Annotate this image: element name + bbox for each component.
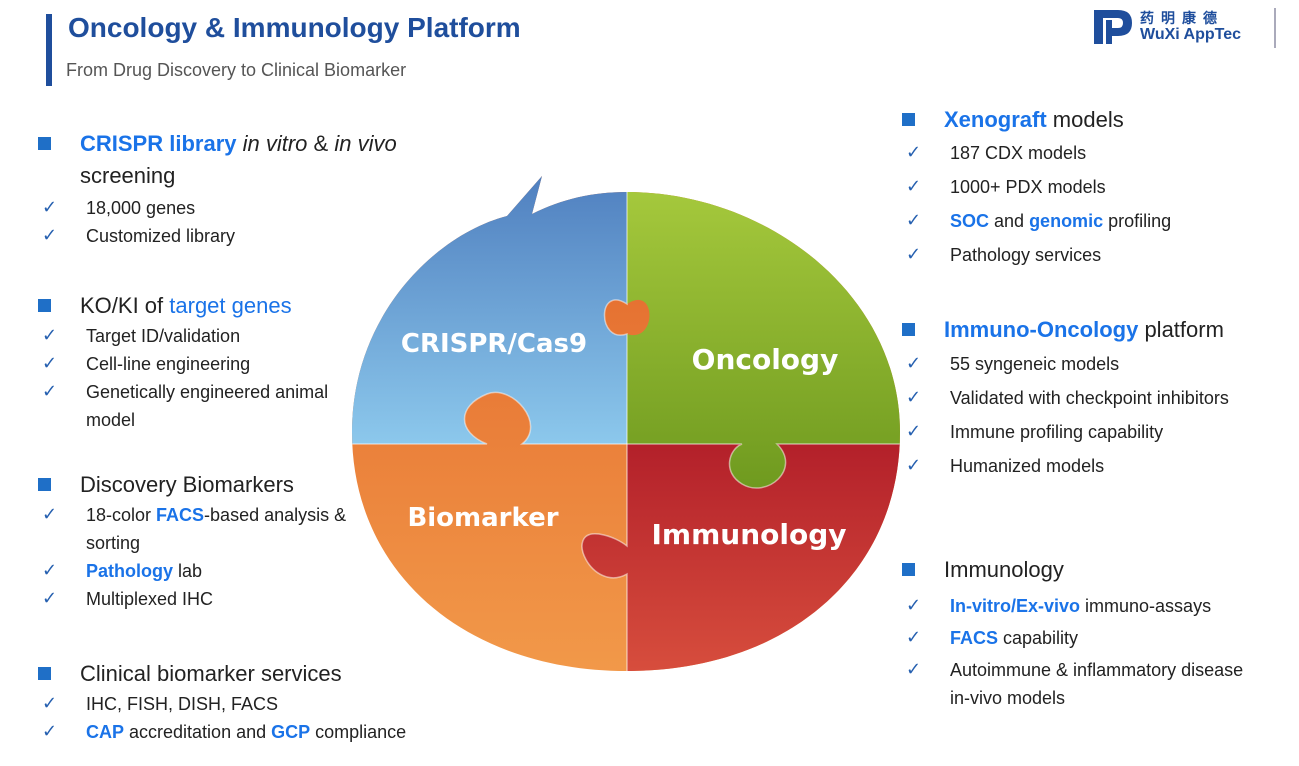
- in-vivo-text: in vivo: [334, 131, 397, 156]
- platform-text: platform: [1138, 317, 1224, 342]
- company-logo: 药明康德 WuXi AppTec: [1092, 6, 1282, 48]
- page-title: Oncology & Immunology Platform: [68, 12, 521, 43]
- ko-ki-text: KO/KI of: [80, 293, 170, 318]
- logo-english-text: WuXi AppTec: [1140, 26, 1242, 43]
- list-item: ✓55 syngeneic models: [902, 350, 1292, 378]
- check-icon: ✓: [906, 421, 922, 442]
- check-icon: ✓: [42, 693, 58, 714]
- discovery-biomarkers-label: Discovery Biomarkers: [80, 472, 294, 497]
- bullet-square-icon: [902, 113, 915, 126]
- crispr-piece-label: CRISPR/Cas9: [401, 329, 587, 359]
- check-icon: ✓: [906, 142, 922, 163]
- list-item: ✓Autoimmune & inflammatory disease in-vi…: [902, 656, 1250, 712]
- screening-text: screening: [80, 163, 176, 188]
- logo-divider: [1274, 8, 1276, 48]
- bullet-square-icon: [902, 563, 915, 576]
- check-icon: ✓: [42, 197, 58, 218]
- ko-ki-block: KO/KI of target genes ✓Target ID/validat…: [38, 290, 368, 434]
- list-item: ✓187 CDX models: [902, 136, 1262, 170]
- check-icon: ✓: [42, 353, 58, 374]
- list-item: ✓18-color FACS-based analysis & sorting: [38, 501, 358, 557]
- check-icon: ✓: [906, 387, 922, 408]
- crispr-block: CRISPR library in vitro & in vivo screen…: [38, 128, 418, 250]
- target-genes-label: target genes: [169, 293, 292, 318]
- check-icon: ✓: [42, 588, 58, 609]
- bullet-square-icon: [38, 299, 51, 312]
- check-icon: ✓: [906, 210, 922, 231]
- models-text: models: [1046, 107, 1124, 132]
- page-subtitle: From Drug Discovery to Clinical Biomarke…: [66, 60, 407, 80]
- immuno-oncology-label: Immuno-Oncology: [944, 317, 1139, 342]
- xenograft-label: Xenograft: [944, 107, 1047, 132]
- check-icon: ✓: [906, 353, 922, 374]
- check-icon: ✓: [42, 225, 58, 246]
- oncology-piece: [627, 176, 900, 489]
- list-item: ✓SOC and genomic profiling: [902, 204, 1262, 238]
- list-item: ✓Genetically engineered animal model: [38, 378, 368, 434]
- check-icon: ✓: [42, 560, 58, 581]
- in-vitro-text: in vitro: [242, 131, 308, 156]
- list-item: ✓1000+ PDX models: [902, 170, 1262, 204]
- title-accent-bar: [46, 14, 52, 86]
- crispr-library-label: CRISPR library: [80, 131, 237, 156]
- check-icon: ✓: [42, 721, 58, 742]
- check-icon: ✓: [42, 325, 58, 346]
- check-icon: ✓: [906, 627, 922, 648]
- logo-chinese-text: 药明康德: [1140, 11, 1224, 27]
- immuno-oncology-block: Immuno-Oncology platform ✓55 syngeneic m…: [902, 314, 1292, 480]
- list-item: ✓Immune profiling capability: [902, 418, 1292, 446]
- check-icon: ✓: [42, 381, 58, 402]
- clinical-biomarker-label: Clinical biomarker services: [80, 661, 342, 686]
- immunology-piece-label: Immunology: [651, 518, 846, 551]
- list-item: ✓Validated with checkpoint inhibitors: [902, 384, 1240, 412]
- bullet-square-icon: [38, 137, 51, 150]
- list-item: ✓In-vitro/Ex-vivo immuno-assays: [902, 592, 1230, 620]
- oncology-piece-label: Oncology: [692, 343, 839, 376]
- puzzle-diagram: CRISPR/Cas9 Oncology Biomarker Immunolog…: [352, 176, 900, 671]
- bullet-square-icon: [38, 478, 51, 491]
- bullet-square-icon: [38, 667, 51, 680]
- list-item: ✓Cell-line engineering: [38, 350, 368, 378]
- list-item: ✓Pathology services: [902, 238, 1262, 272]
- immunology-block: Immunology ✓In-vitro/Ex-vivo immuno-assa…: [902, 554, 1292, 712]
- and-text: &: [307, 131, 335, 156]
- biomarker-piece-label: Biomarker: [407, 503, 558, 533]
- list-item: ✓FACS capability: [902, 624, 1292, 652]
- clinical-biomarker-block: Clinical biomarker services ✓IHC, FISH, …: [38, 658, 518, 746]
- check-icon: ✓: [906, 595, 922, 616]
- check-icon: ✓: [906, 176, 922, 197]
- check-icon: ✓: [906, 659, 922, 680]
- list-item: ✓Pathology lab: [38, 557, 358, 585]
- xenograft-block: Xenograft models ✓187 CDX models ✓1000+ …: [902, 104, 1262, 272]
- list-item: ✓Target ID/validation: [38, 322, 368, 350]
- bullet-square-icon: [902, 323, 915, 336]
- check-icon: ✓: [906, 244, 922, 265]
- list-item: ✓Customized library: [38, 222, 418, 250]
- logo-mark-icon: [1094, 10, 1132, 44]
- list-item: ✓CAP accreditation and GCP compliance: [38, 718, 518, 746]
- immunology-label: Immunology: [944, 557, 1064, 582]
- discovery-biomarkers-block: Discovery Biomarkers ✓18-color FACS-base…: [38, 469, 358, 613]
- list-item: ✓Humanized models: [902, 452, 1292, 480]
- check-icon: ✓: [906, 455, 922, 476]
- list-item: ✓Multiplexed IHC: [38, 585, 358, 613]
- check-icon: ✓: [42, 504, 58, 525]
- list-item: ✓18,000 genes: [38, 194, 418, 222]
- list-item: ✓IHC, FISH, DISH, FACS: [38, 690, 518, 718]
